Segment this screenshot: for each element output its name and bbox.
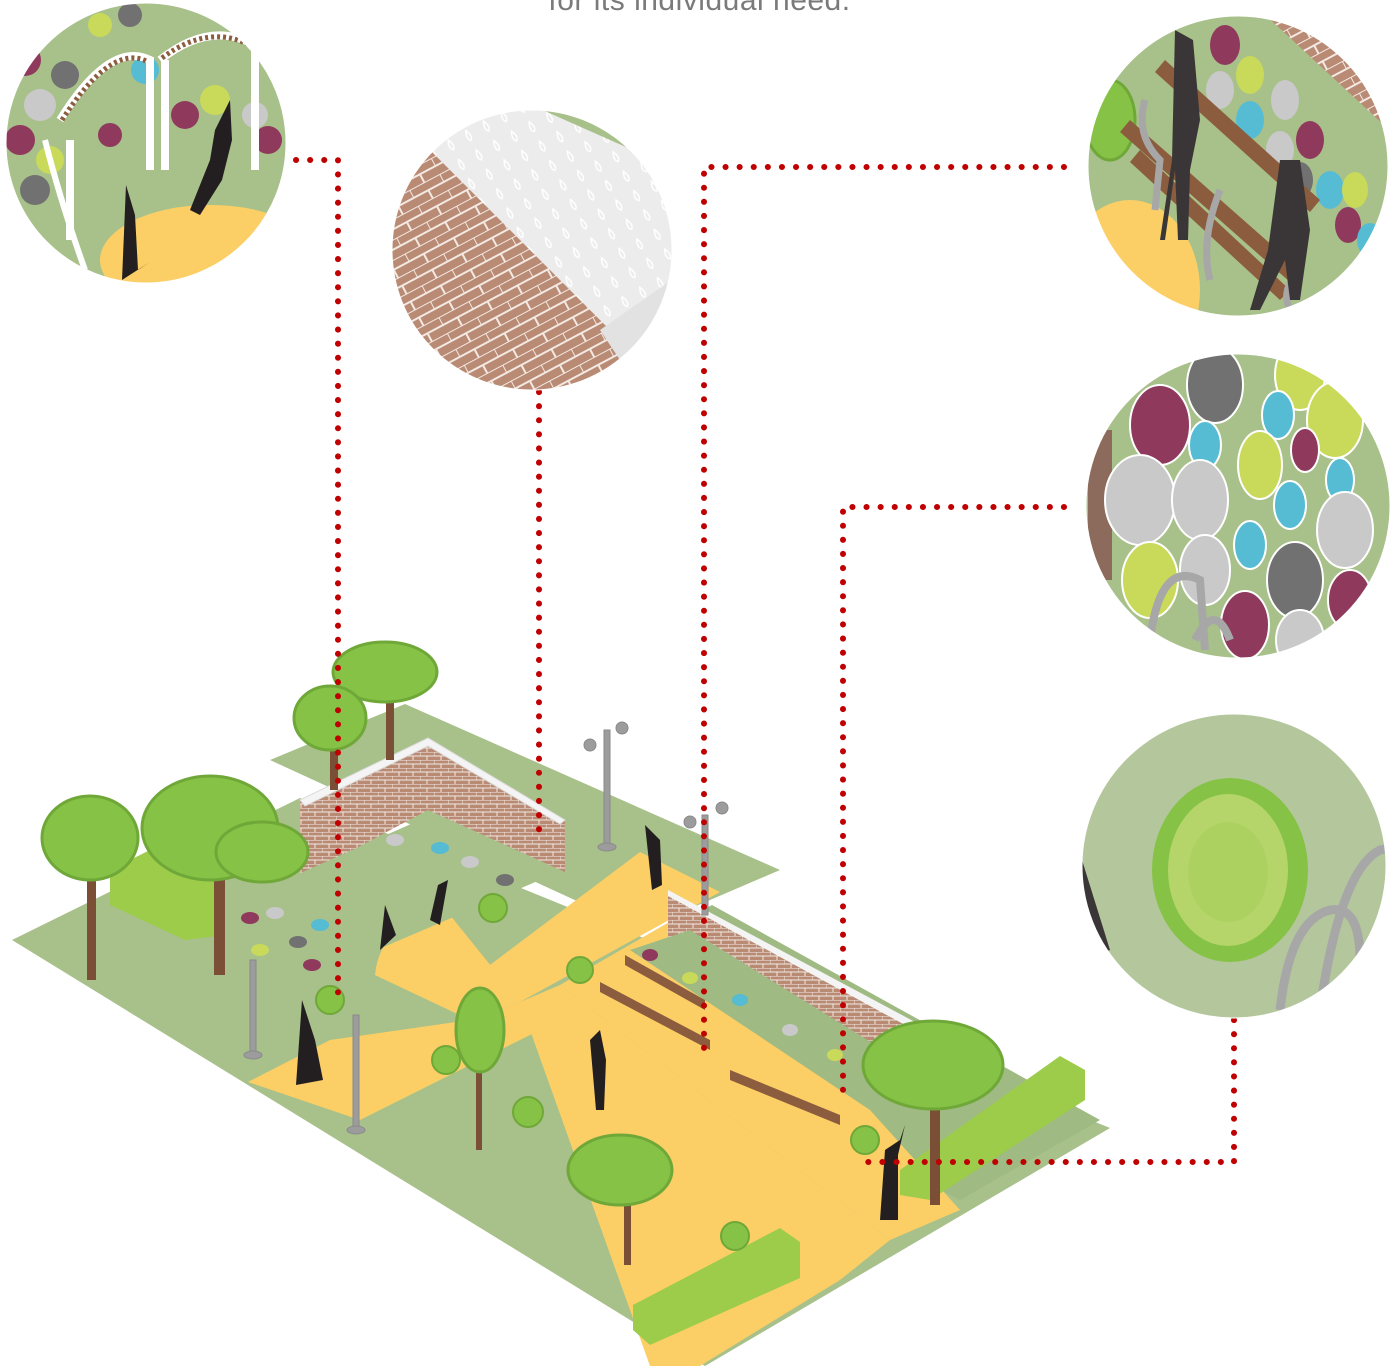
left-pebble-bed: [228, 820, 540, 970]
callout-leaders: [293, 157, 1237, 1165]
leader-arch: [293, 157, 341, 1003]
trees: [40, 640, 1005, 1265]
people-silhouettes: [296, 825, 905, 1220]
left-brick-wall: [299, 737, 566, 878]
right-pebble-bed: [630, 930, 900, 1110]
park-benches: [600, 955, 840, 1125]
leader-benches: [701, 164, 1067, 1053]
pebble-pavement-detail: [1086, 354, 1390, 658]
caption: for its individual need.: [548, 0, 851, 17]
arch-pergola-detail: [6, 3, 286, 283]
leader-shrub: [861, 1017, 1237, 1165]
benches-detail: [1088, 16, 1388, 316]
pebbles-scene: [241, 834, 843, 1061]
brick-wall-detail: [392, 110, 672, 390]
shrub-detail: [1082, 714, 1386, 1018]
